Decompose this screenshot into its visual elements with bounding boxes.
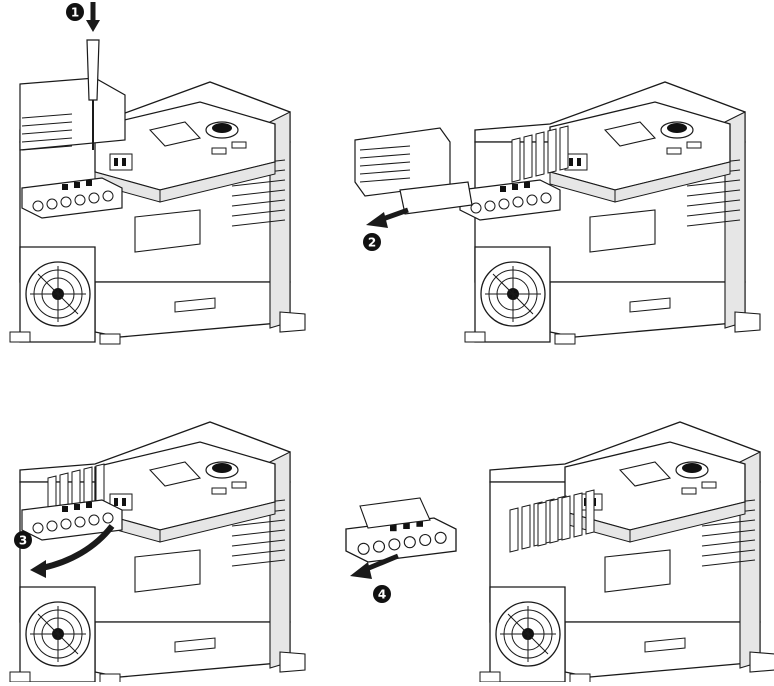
step-number: 3	[19, 534, 27, 548]
left-arrow-icon	[350, 553, 399, 579]
step-number: 4	[378, 588, 386, 602]
removed-cover	[354, 127, 473, 215]
removed-terminal-block	[345, 497, 457, 563]
step-badge-circle	[14, 531, 32, 549]
step-number: 1	[71, 6, 79, 20]
step-badge-1: 1	[66, 3, 84, 21]
step-number: 2	[368, 236, 376, 250]
step-badge-circle	[373, 585, 391, 603]
screwdriver-icon	[86, 39, 100, 150]
step-badge-circle	[66, 3, 84, 21]
step-badge-3: 3	[14, 531, 32, 549]
left-arrow-icon	[366, 207, 409, 228]
step-badge-2: 2	[363, 233, 381, 251]
down-arrow-icon	[86, 2, 100, 32]
panel-2	[354, 81, 761, 345]
step-badge-circle	[363, 233, 381, 251]
panel-4	[345, 421, 774, 685]
panel-1	[9, 39, 306, 345]
panel-3	[9, 421, 306, 685]
step-badge-4: 4	[373, 585, 391, 603]
curved-arrow-icon	[41, 524, 115, 571]
